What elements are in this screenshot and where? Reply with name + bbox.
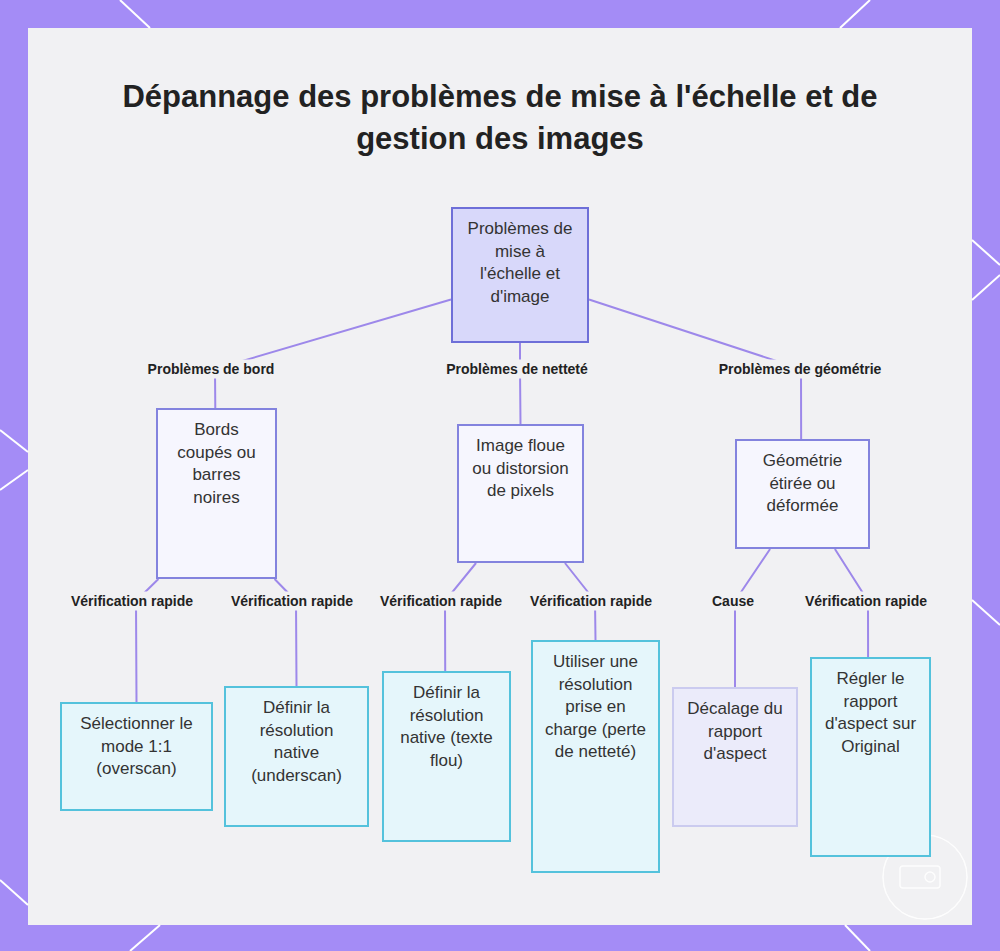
edge-label: Vérification rapide: [377, 592, 505, 611]
root-box: Problèmes de mise à l'échelle et d'image: [451, 207, 589, 343]
box-text: Utiliser une résolution prise en charge …: [543, 651, 648, 764]
box-text: Décalage du rapport d'aspect: [684, 698, 786, 766]
box-text: Sélectionner le mode 1:1 (overscan): [72, 713, 201, 781]
action-box: Utiliser une résolution prise en charge …: [531, 640, 660, 873]
category-box: Géométrie étirée ou déformée: [735, 439, 870, 549]
box-text: Géométrie étirée ou déformée: [747, 450, 858, 518]
edge-label: Cause: [709, 592, 757, 611]
action-box: Définir la résolution native (underscan): [224, 686, 369, 827]
connector: [215, 299, 451, 408]
box-text: Régler le rapport d'aspect sur Original: [822, 668, 919, 758]
edge-label: Vérification rapide: [527, 592, 655, 611]
box-text: Problèmes de mise à l'échelle et d'image: [463, 218, 577, 308]
category-box: Bords coupés ou barres noires: [156, 408, 277, 579]
action-box: Définir la résolution native (texte flou…: [382, 671, 511, 842]
box-text: Image floue ou distorsion de pixels: [469, 435, 572, 503]
box-text: Bords coupés ou barres noires: [168, 419, 265, 509]
edge-label: Vérification rapide: [228, 592, 356, 611]
connector: [735, 549, 770, 687]
edge-label: Problèmes de netteté: [443, 360, 591, 379]
box-text: Définir la résolution native (underscan): [236, 697, 357, 787]
diagram-title: Dépannage des problèmes de mise à l'éche…: [100, 76, 900, 160]
cause-box: Décalage du rapport d'aspect: [672, 687, 798, 827]
edge-label: Problèmes de géométrie: [716, 360, 885, 379]
edge-label: Vérification rapide: [68, 592, 196, 611]
edge-label: Vérification rapide: [802, 592, 930, 611]
action-box: Sélectionner le mode 1:1 (overscan): [60, 702, 213, 811]
connector: [445, 563, 476, 671]
action-box: Régler le rapport d'aspect sur Original: [810, 657, 931, 857]
connector: [519, 343, 522, 424]
category-box: Image floue ou distorsion de pixels: [457, 424, 584, 563]
edge-label: Problèmes de bord: [145, 360, 278, 379]
box-text: Définir la résolution native (texte flou…: [394, 682, 499, 772]
